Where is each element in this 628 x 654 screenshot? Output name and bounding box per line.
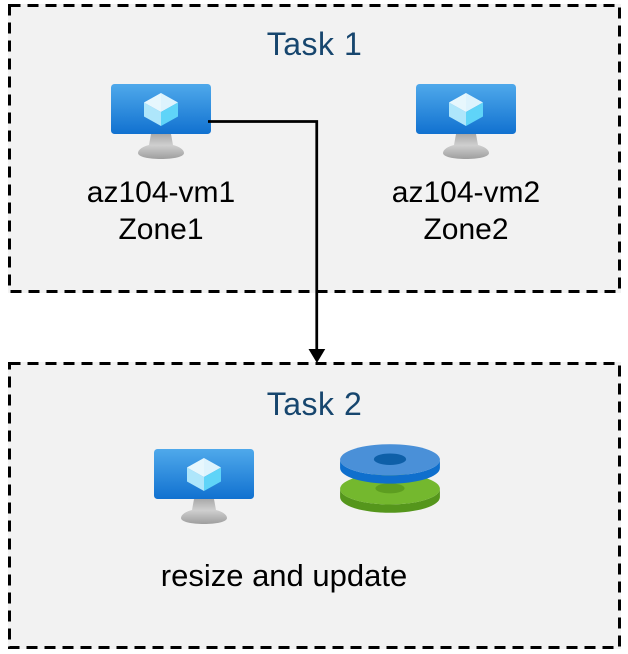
task1-dashed-border (8, 4, 621, 293)
task1-title: Task 1 (266, 26, 363, 62)
vm2-name: az104-vm2 (391, 176, 541, 209)
task2-dashed-border (8, 362, 621, 649)
task1-box: Task 1 (8, 4, 621, 293)
disk-stack-icon (338, 444, 442, 515)
task2-caption: resize and update (160, 558, 408, 593)
vm2-zone: Zone2 (423, 213, 509, 246)
task2-box: Task 2 (8, 362, 621, 649)
vm1-label: az104-vm1 Zone1 (36, 174, 286, 248)
virtual-machine-icon (154, 449, 254, 527)
virtual-machine-icon (111, 84, 211, 162)
task2-title: Task 2 (266, 386, 363, 422)
virtual-machine-icon (416, 84, 516, 162)
vm1-zone: Zone1 (118, 213, 204, 246)
vm1-name: az104-vm1 (86, 176, 236, 209)
vm2-label: az104-vm2 Zone2 (341, 174, 591, 248)
